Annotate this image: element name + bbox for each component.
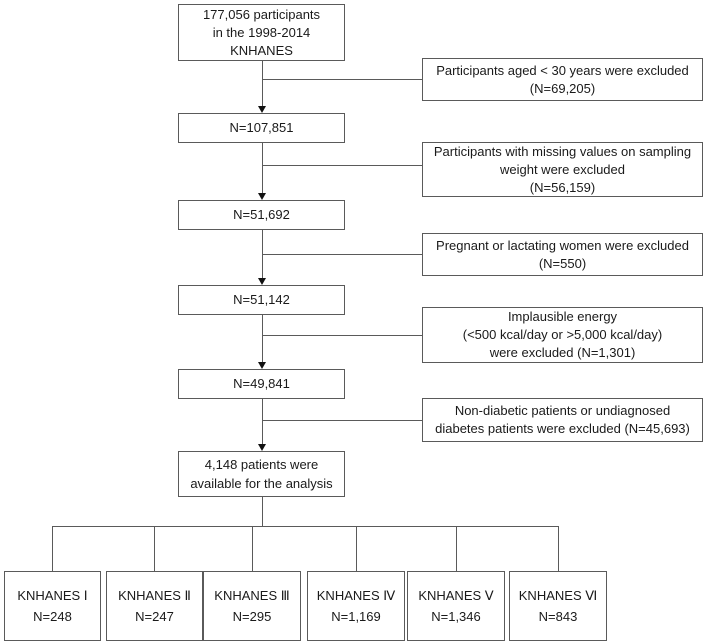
- survey-name: KNHANES Ⅳ: [316, 588, 396, 603]
- exclusion-line: (N=69,205): [529, 80, 596, 96]
- exclusion-line: Participants aged < 30 years were exclud…: [436, 62, 689, 78]
- drop-line-4: [356, 526, 357, 571]
- arrow-down-icon: [258, 106, 266, 113]
- count-box-1: N=107,851: [178, 113, 345, 143]
- connector-line: [262, 61, 263, 106]
- branch-line-exclusion-3: [262, 254, 422, 255]
- drop-line-5: [456, 526, 457, 571]
- arrow-down-icon: [258, 278, 266, 285]
- survey-box-knhanes-1: KNHANES Ⅰ N=248: [4, 571, 101, 641]
- drop-line-1: [52, 526, 53, 571]
- branch-line-exclusion-1: [262, 79, 422, 80]
- connector-line: [262, 399, 263, 444]
- survey-count: N=248: [33, 609, 72, 624]
- survey-count: N=843: [538, 609, 578, 624]
- exclusion-line: weight were excluded: [499, 161, 626, 177]
- survey-box-knhanes-3: KNHANES Ⅲ N=295: [203, 571, 301, 641]
- drop-line-2: [154, 526, 155, 571]
- survey-count: N=1,169: [331, 609, 381, 624]
- branch-line-exclusion-2: [262, 165, 422, 166]
- count-value: N=49,841: [233, 376, 290, 391]
- final-box-line: available for the analysis: [190, 476, 333, 491]
- exclusion-box-3: Pregnant or lactating women were exclude…: [422, 233, 703, 276]
- connector-line: [262, 497, 263, 526]
- connector-line: [262, 315, 263, 362]
- split-line: [52, 526, 559, 527]
- branch-line-exclusion-4: [262, 335, 422, 336]
- survey-name: KNHANES Ⅵ: [518, 588, 598, 603]
- count-value: N=107,851: [229, 120, 294, 135]
- arrow-down-icon: [258, 193, 266, 200]
- survey-box-knhanes-6: KNHANES Ⅵ N=843: [509, 571, 607, 641]
- connector-line: [262, 143, 263, 193]
- count-box-4: N=49,841: [178, 369, 345, 399]
- survey-count: N=295: [232, 609, 272, 624]
- arrow-down-icon: [258, 444, 266, 451]
- survey-box-knhanes-4: KNHANES Ⅳ N=1,169: [307, 571, 405, 641]
- exclusion-box-2: Participants with missing values on samp…: [422, 142, 703, 197]
- branch-line-exclusion-5: [262, 420, 422, 421]
- start-box-line: 177,056 participants: [202, 6, 321, 22]
- exclusion-box-4: Implausible energy (<500 kcal/day or >5,…: [422, 307, 703, 363]
- count-box-3: N=51,142: [178, 285, 345, 315]
- count-value: N=51,692: [233, 207, 290, 222]
- exclusion-line: Participants with missing values on samp…: [433, 143, 692, 159]
- drop-line-6: [558, 526, 559, 571]
- arrow-down-icon: [258, 362, 266, 369]
- exclusion-line: were excluded (N=1,301): [489, 345, 636, 360]
- start-box: 177,056 participants in the 1998-2014 KN…: [178, 4, 345, 61]
- exclusion-line: Implausible energy: [507, 309, 618, 324]
- survey-name: KNHANES Ⅲ: [214, 588, 290, 603]
- survey-name: KNHANES Ⅰ: [17, 588, 88, 603]
- exclusion-box-1: Participants aged < 30 years were exclud…: [422, 58, 703, 101]
- final-analysis-box: 4,148 patients were available for the an…: [178, 451, 345, 497]
- final-box-line: 4,148 patients were: [204, 457, 319, 472]
- survey-box-knhanes-5: KNHANES Ⅴ N=1,346: [407, 571, 505, 641]
- exclusion-line: (N=56,159): [529, 179, 596, 195]
- exclusion-line: Pregnant or lactating women were exclude…: [436, 237, 689, 253]
- exclusion-line: (N=550): [538, 255, 587, 271]
- exclusion-line: (<500 kcal/day or >5,000 kcal/day): [462, 327, 663, 342]
- start-box-line: in the 1998-2014: [212, 24, 311, 40]
- exclusion-line: Non-diabetic patients or undiagnosed: [454, 403, 671, 418]
- start-box-line: KNHANES: [230, 42, 293, 58]
- survey-name: KNHANES Ⅱ: [118, 588, 191, 603]
- survey-name: KNHANES Ⅴ: [418, 588, 494, 603]
- exclusion-box-5: Non-diabetic patients or undiagnosed dia…: [422, 398, 703, 442]
- survey-count: N=247: [135, 609, 174, 624]
- drop-line-3: [252, 526, 253, 571]
- count-box-2: N=51,692: [178, 200, 345, 230]
- survey-count: N=1,346: [431, 609, 481, 624]
- count-value: N=51,142: [233, 292, 290, 307]
- exclusion-line: diabetes patients were excluded (N=45,69…: [435, 421, 690, 436]
- survey-box-knhanes-2: KNHANES Ⅱ N=247: [106, 571, 203, 641]
